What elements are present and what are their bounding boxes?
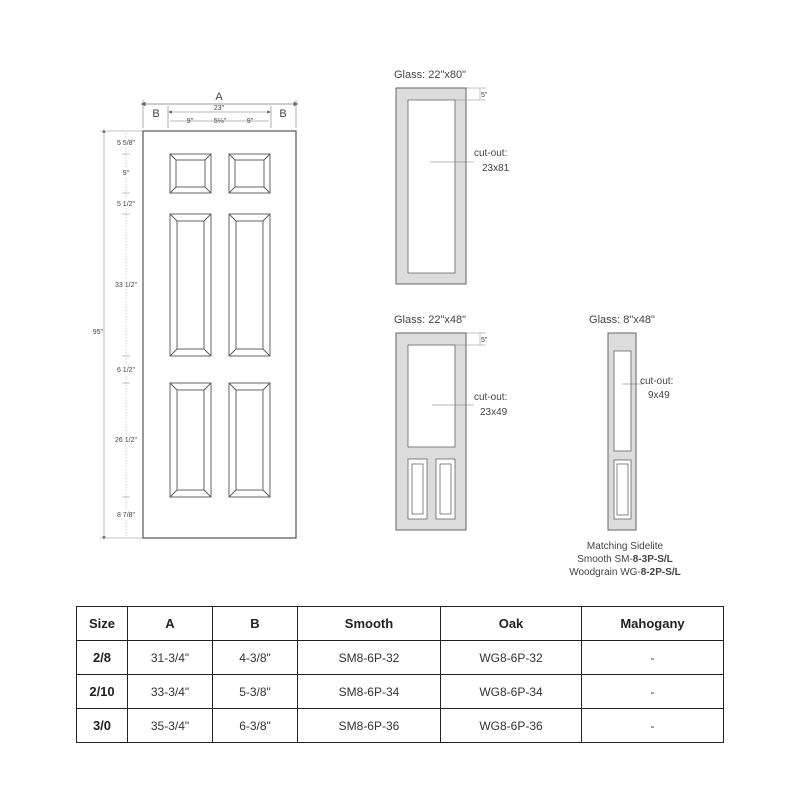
sidelite-cutout-size: 9x49 (648, 390, 670, 401)
dim-height-1: 5 5/8" (117, 140, 136, 147)
size-spec-table: Size A B Smooth Oak Mahogany 2/8 31-3/4"… (76, 606, 724, 743)
cell-smooth: SM8-6P-36 (297, 708, 441, 743)
dim-panel-left: 9" (187, 118, 194, 125)
glass-half-cutout-label: cut-out: (474, 392, 507, 403)
cell-mahogany: - (581, 708, 724, 743)
header-b: B (212, 606, 298, 641)
dim-height-3: 5 1/2" (117, 201, 136, 208)
table-row: 3/0 35-3/4" 6-3/8" SM8-6P-36 WG8-6P-36 - (76, 708, 724, 743)
header-oak: Oak (440, 606, 582, 641)
dim-height-5: 6 1/2" (117, 367, 136, 374)
cell-b: 4-3/8" (212, 640, 298, 675)
cell-a: 33-3/4" (127, 674, 213, 709)
dim-a-label: A (215, 91, 223, 103)
table-header-row: Size A B Smooth Oak Mahogany (76, 606, 724, 641)
dim-b-left-label: B (152, 108, 159, 120)
cell-oak: WG8-6P-36 (440, 708, 582, 743)
cell-oak: WG8-6P-32 (440, 640, 582, 675)
sidelite-title: Glass: 8"x48" (589, 314, 655, 326)
header-a: A (127, 606, 213, 641)
cell-size: 3/0 (76, 708, 128, 743)
glass-full-top-margin: 5" (481, 92, 488, 99)
header-size: Size (76, 606, 128, 641)
cell-a: 35-3/4" (127, 708, 213, 743)
glass-full-cutout-size: 23x81 (482, 163, 510, 174)
dim-b-right-label: B (279, 108, 286, 120)
table-row: 2/10 33-3/4" 5-3/8" SM8-6P-34 WG8-6P-34 … (76, 674, 724, 709)
glass-full-cutout-label: cut-out: (474, 148, 507, 159)
dim-inner-width: 23" (214, 105, 225, 112)
dim-height-6: 26 1/2" (115, 437, 137, 444)
dim-total-height: 95" (93, 329, 104, 336)
dim-height-2: 9" (123, 170, 130, 177)
dim-height-7: 8 7/8" (117, 512, 136, 519)
glass-half-title: Glass: 22"x48" (394, 314, 466, 326)
table-row: 2/8 31-3/4" 4-3/8" SM8-6P-32 WG8-6P-32 - (76, 640, 724, 675)
cell-mahogany: - (581, 674, 724, 709)
glass-full-title: Glass: 22"x80" (394, 69, 466, 81)
header-mahogany: Mahogany (581, 606, 724, 641)
matching-sidelite: Glass: 8"x48" cut-out: 9x49 Matching Sid… (569, 314, 681, 578)
dim-height-4: 33 1/2" (115, 282, 137, 289)
cell-b: 6-3/8" (212, 708, 298, 743)
door-drawings: A B B 23" 9" 5⅛" 9" (93, 69, 681, 578)
glass-half-cutout-size: 23x49 (480, 407, 508, 418)
cell-b: 5-3/8" (212, 674, 298, 709)
six-panel-door: A B B 23" 9" 5⅛" 9" (93, 91, 299, 540)
cell-mahogany: - (581, 640, 724, 675)
cell-a: 31-3/4" (127, 640, 213, 675)
sidelite-cutout-label: cut-out: (640, 376, 673, 387)
cell-smooth: SM8-6P-34 (297, 674, 441, 709)
glass-half-top-margin: 5" (481, 337, 488, 344)
cell-smooth: SM8-6P-32 (297, 640, 441, 675)
cell-size: 2/8 (76, 640, 128, 675)
half-glass-door: Glass: 22"x48" 5" cut-out: 23x49 (394, 314, 508, 531)
cell-size: 2/10 (76, 674, 128, 709)
full-glass-door: Glass: 22"x80" 5" cut-out: 23x81 (394, 69, 510, 285)
sidelite-caption-smooth: Smooth SM-8-3P-S/L (577, 554, 673, 565)
sidelite-caption-woodgrain: Woodgrain WG-8-2P-S/L (569, 567, 681, 578)
dim-panel-gap: 5⅛" (214, 118, 227, 125)
sidelite-caption-title: Matching Sidelite (587, 541, 664, 552)
header-smooth: Smooth (297, 606, 441, 641)
cell-oak: WG8-6P-34 (440, 674, 582, 709)
dim-panel-right: 9" (247, 118, 254, 125)
